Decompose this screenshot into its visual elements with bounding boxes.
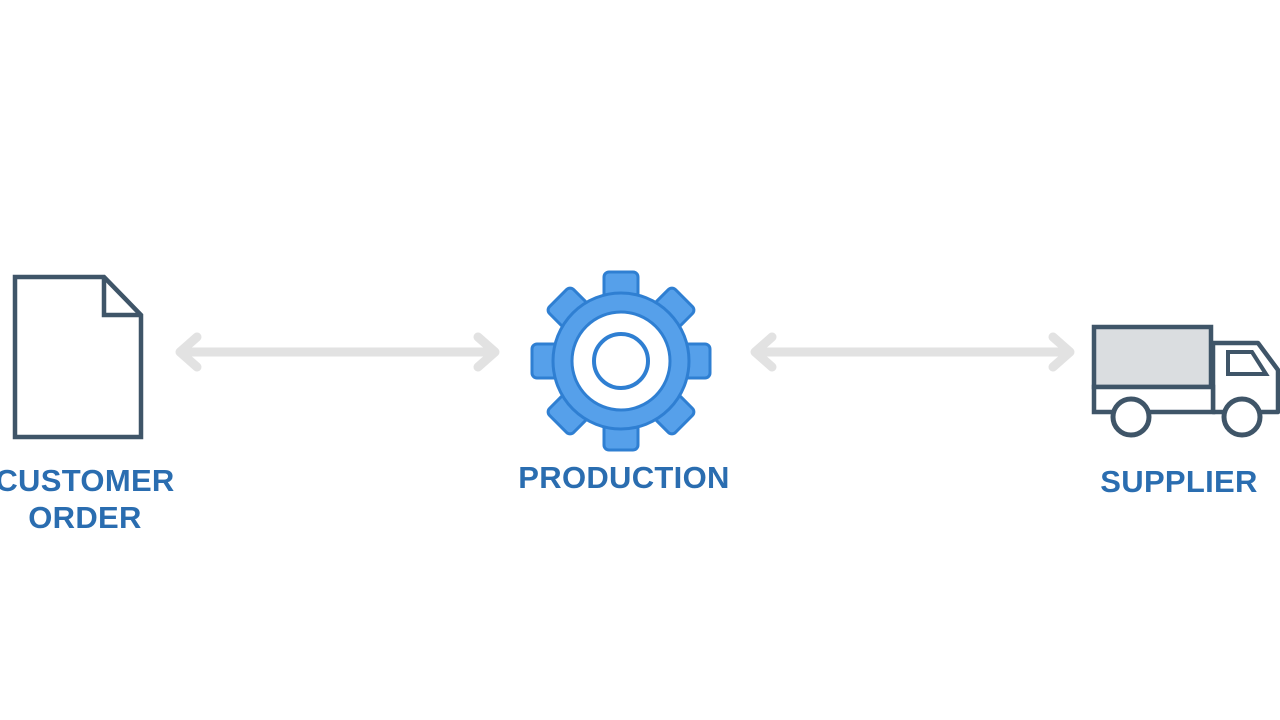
customer-order-label: CUSTOMER ORDER <box>0 462 180 536</box>
production-label-line-1: PRODUCTION <box>518 460 730 495</box>
customer-order-label-line-1: CUSTOMER <box>0 463 175 498</box>
supplier-label-line-1: SUPPLIER <box>1100 464 1258 499</box>
bidirectional-arrow-order-production <box>175 332 500 372</box>
production-label: PRODUCTION <box>494 459 754 496</box>
customer-order-label-line-2: ORDER <box>28 500 142 535</box>
gear-icon <box>530 270 712 452</box>
bidirectional-arrow-production-supplier <box>750 332 1075 372</box>
document-icon <box>12 274 144 440</box>
supplier-label: SUPPLIER <box>1084 463 1274 500</box>
truck-icon <box>1091 324 1280 438</box>
